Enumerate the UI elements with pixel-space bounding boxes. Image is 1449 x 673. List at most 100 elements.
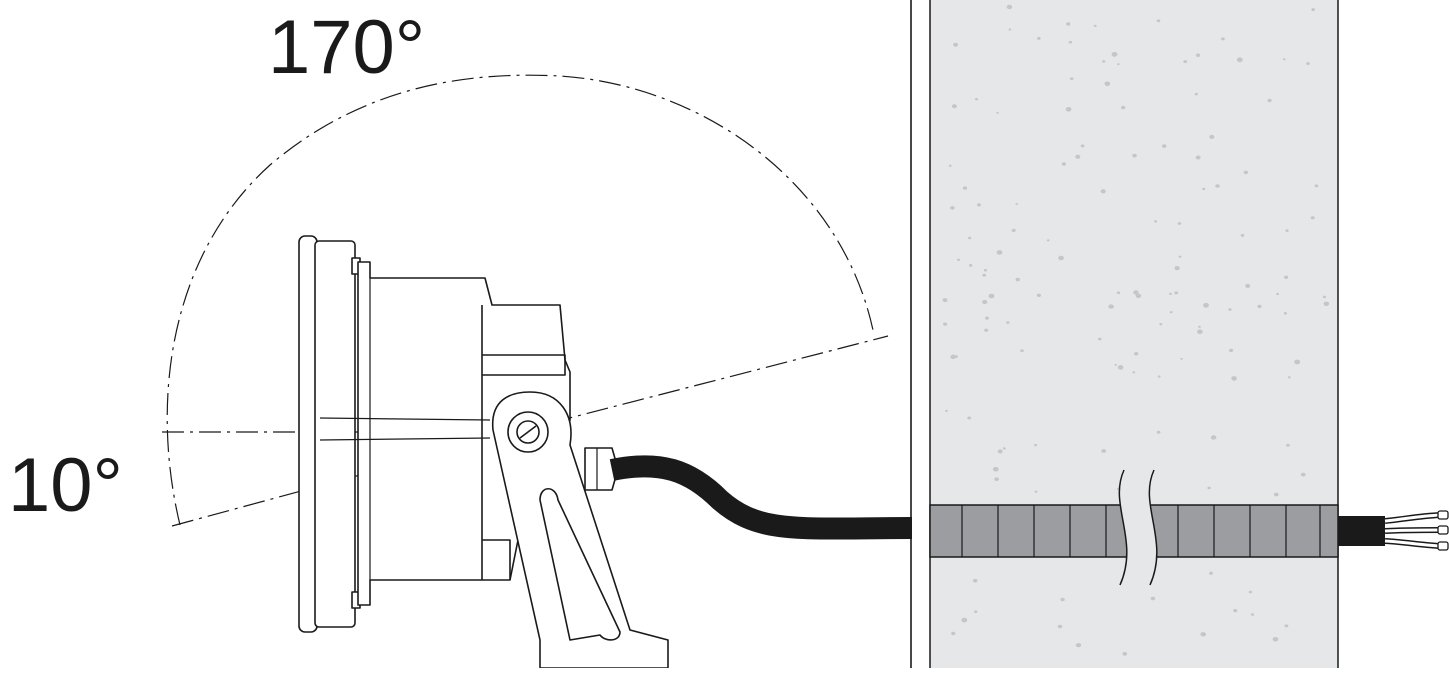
wall-speckle [1294,359,1301,365]
wall-speckle [1180,357,1183,360]
wall-speckle [1250,613,1255,616]
wall-speckle [1243,170,1249,175]
wall-speckle [1015,277,1020,282]
wall-speckle [1154,220,1158,223]
wall-speckle [1098,337,1102,341]
wall-speckle [1057,624,1063,629]
wall-speckle [1100,189,1106,194]
wall-speckle [983,268,988,272]
wall-speckles [942,4,1330,656]
cable-gland [584,447,617,491]
wall [910,0,1339,671]
wall-speckle [1075,154,1081,159]
sleeve-segments [961,505,1321,557]
wall-speckle [997,449,1003,454]
wall-speckle [1195,155,1201,160]
wall-speckle [951,104,957,109]
wall-speckle [1060,597,1065,602]
wall-speckle [1006,4,1013,10]
wall-speckle [957,258,960,261]
wall-speckle [953,42,959,47]
wall-speckle [1209,571,1213,575]
wall-speckle [1300,472,1306,477]
wall-speckle [975,98,978,101]
wall-speckle [1272,637,1279,642]
lens-ring [314,240,356,628]
wall-speckle [1283,312,1287,315]
wall-speckle [1150,596,1156,601]
wall-speckle [1066,22,1071,26]
wall-speckle [1046,239,1050,242]
wall-speckle [1133,290,1139,295]
wall-speckle [1202,187,1206,191]
wall-speckle [1132,371,1136,374]
housing-rear-box [482,354,566,376]
wall-speckle [982,299,988,305]
wall-speckle [1177,222,1182,225]
wall-speckle [1198,325,1201,328]
wall-speckle [1233,609,1238,613]
wall-speckle [972,578,978,583]
wall-speckle [1117,365,1124,370]
wall-speckle [988,293,995,299]
max-tilt-angle-label: 170° [268,5,426,90]
wall-speckle [1287,376,1291,379]
wall-speckle [1276,292,1279,296]
wall-speckle [1197,329,1203,335]
wall-speckle [1034,443,1037,447]
wall-speckle [1008,28,1012,31]
wall-speckle [1229,348,1234,353]
wall-speckle [1116,291,1121,295]
wall-speckle [1322,295,1327,299]
wall-speckle [1058,255,1064,261]
wall-speckle [1080,144,1085,148]
wall-speckle [943,322,948,326]
bracket-slot [539,487,621,641]
wall-speckle [948,164,952,167]
wall-speckle [1236,57,1243,63]
wall-speckle [1248,590,1253,594]
wall-speckle [962,186,968,190]
wall-speckle [1284,275,1289,279]
wall-speckle [1314,184,1319,188]
max-limit-line [514,335,889,433]
wall-speckle [985,316,989,320]
wall-speckle [1323,301,1330,306]
wall-speckle [1034,490,1038,493]
wall-speckle [1174,291,1179,295]
wall-speckle [982,273,986,277]
wall-speckle [1104,81,1111,87]
wall-speckle [1108,304,1114,309]
wall-speckle [984,328,989,332]
wall-speckle [1015,203,1018,206]
wall-speckle [1117,63,1120,66]
wall-speckle [1196,53,1201,57]
wall-speckle [1169,292,1172,295]
wall-speckle [1157,375,1161,378]
wall-speckle [1156,430,1161,434]
wall-speckle [992,467,999,472]
wall-speckle [1282,58,1286,61]
wall-speckle [1122,651,1128,656]
wall-speckle [996,111,999,114]
wall-speckle [1161,144,1167,148]
wall-speckle [1209,134,1215,139]
wall-speckle [967,416,972,420]
wall-speckle [1310,216,1315,220]
wall-speckle [1245,283,1251,288]
wall-speckle [1111,52,1118,57]
wall-speckle [950,354,956,359]
mounting-bracket [492,391,669,669]
wall-speckle [1240,233,1245,237]
cable-exit [1338,510,1449,551]
wall-speckle [996,250,1003,255]
wall-speckle [1174,266,1180,271]
wall-speckle [1257,304,1262,309]
wall-speckle [1114,363,1117,366]
wall-speckle [1203,302,1209,308]
wall-speckle [1228,308,1232,311]
cable-sleeve [929,469,1339,586]
wall-speckle [1311,8,1315,12]
wall-speckle [1132,153,1137,158]
